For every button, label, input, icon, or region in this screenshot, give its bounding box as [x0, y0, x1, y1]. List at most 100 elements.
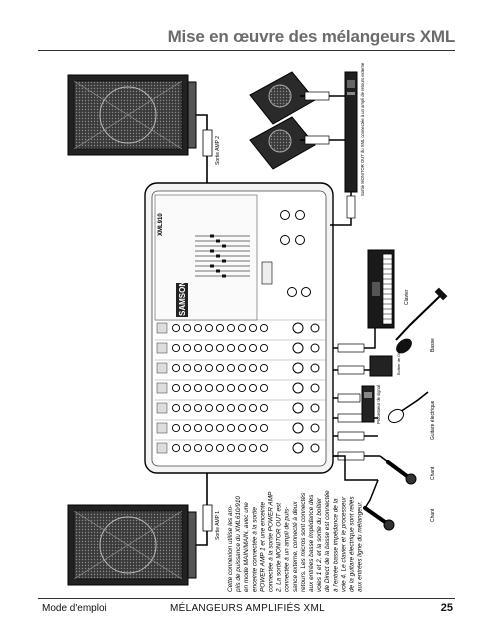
xlr-input [292, 442, 304, 454]
footer-manual: Mode d'emploi [42, 603, 107, 614]
channel-knob [237, 383, 247, 393]
master-knobs [261, 210, 311, 297]
channel-knob [193, 343, 203, 353]
eq-fader-cap [216, 254, 220, 258]
channel-knob [193, 403, 203, 413]
monitor-amp-label: Sortie MONITOR OUT du XML connectée à un… [360, 62, 365, 196]
line-input [310, 383, 320, 393]
amp1-output-label: Sortie AMP 1 [215, 511, 221, 540]
channel-knob [182, 423, 192, 433]
channel-knob [204, 383, 214, 393]
channel-knob [193, 363, 203, 373]
channel-knob [248, 403, 258, 413]
eq-fader-cap [216, 269, 220, 273]
channel-knob [259, 443, 269, 453]
channel-knob [204, 363, 214, 373]
amp2-output-label: Sortie AMP 2 [215, 136, 221, 165]
channel-knob [182, 443, 192, 453]
channel-knob [171, 323, 181, 333]
eq-fader-cap [210, 234, 214, 238]
channel-knob [204, 403, 214, 413]
description-line: Cette connexion utilise les am- [227, 505, 234, 592]
xlr-input [292, 362, 304, 374]
channel-knob [182, 323, 192, 333]
main-speaker-top [67, 74, 197, 156]
description-line: de la guitare électrique sont reliés [349, 496, 356, 592]
channel-fader [156, 402, 168, 414]
channel-knob [226, 383, 236, 393]
channel-knob [215, 423, 225, 433]
monitor-wedge-2 [249, 116, 316, 170]
xlr-input [292, 402, 304, 414]
channel-fader [156, 362, 168, 374]
channel-knob [182, 363, 192, 373]
master-knob [301, 287, 311, 297]
line-input [310, 423, 320, 433]
xlr-input [292, 322, 304, 334]
line-input [310, 443, 320, 453]
line-input [310, 323, 320, 333]
channel-knob [226, 343, 236, 353]
channel-knob [248, 383, 258, 393]
master-knob [287, 287, 297, 297]
description-line: connectée à la sortie POWER AMP [268, 491, 275, 592]
channel-knob [204, 343, 214, 353]
graphic-eq [195, 234, 250, 278]
channel-knob [193, 383, 203, 393]
channel-knob [259, 383, 269, 393]
eq-fader-cap [222, 274, 226, 278]
eq-fader-cap [210, 249, 214, 253]
channel-fader [156, 382, 168, 394]
top-rule [38, 50, 455, 51]
description-line: à l'entrée basse impédance de la [332, 498, 339, 592]
monitor-amplifier [344, 71, 358, 193]
channel-knob [259, 423, 269, 433]
channel-knob [248, 443, 258, 453]
channel-knob [259, 323, 269, 333]
channel-knob [182, 403, 192, 413]
eq-fader-cap [222, 244, 226, 248]
description-line: voies 1 et 2, et la sortie du boîtier [316, 497, 323, 592]
eq-fader-cap [216, 239, 220, 243]
channel-strips [155, 319, 326, 454]
mixer-brand: SAMSON [178, 281, 187, 316]
label-chant-2: Chant [430, 508, 436, 522]
channel-knob [215, 343, 225, 353]
channel-fader [156, 442, 168, 454]
line-input [310, 363, 320, 373]
channel-knob [226, 423, 236, 433]
channel-knob [204, 323, 214, 333]
xlr-input [292, 382, 304, 394]
channel-knob [237, 403, 247, 413]
channel-knob [226, 443, 236, 453]
channel-knob [171, 403, 181, 413]
channel-knob [259, 363, 269, 373]
xlr-input [292, 342, 304, 354]
description-line: de Direct de la basse est connectée [324, 490, 331, 592]
channel-knob [248, 323, 258, 333]
line-input [310, 343, 320, 353]
monitor-wedge-1 [249, 71, 316, 125]
description-line: 2. La sortie MONITOR OUT est [276, 503, 283, 593]
channel-knob [248, 423, 258, 433]
description-line: sance externe, connecté à deux [292, 501, 299, 592]
description-line: aux entrées basse impédance des [308, 494, 315, 592]
channel-knob [237, 343, 247, 353]
channel-fader [156, 342, 168, 354]
channel-knob [171, 343, 181, 353]
channel-knob [182, 383, 192, 393]
description-line: en mode MAIN/MAIN, avec une [243, 502, 250, 592]
footer-product: MÉLANGEURS AMPLIFIÉS XML [170, 603, 326, 614]
microphone-1 [379, 455, 417, 485]
channel-knob [171, 423, 181, 433]
channel-knob [237, 363, 247, 373]
di-box [369, 355, 393, 377]
channel-knob [204, 423, 214, 433]
label-chant-1: Chant [430, 466, 436, 480]
channel-knob [193, 443, 203, 453]
channel-knob [248, 343, 258, 353]
master-knob [295, 235, 305, 245]
label-boitier: Boîtier de Direct [396, 345, 401, 375]
label-processeur: Processeur de signal [376, 385, 381, 424]
channel-knob [171, 363, 181, 373]
